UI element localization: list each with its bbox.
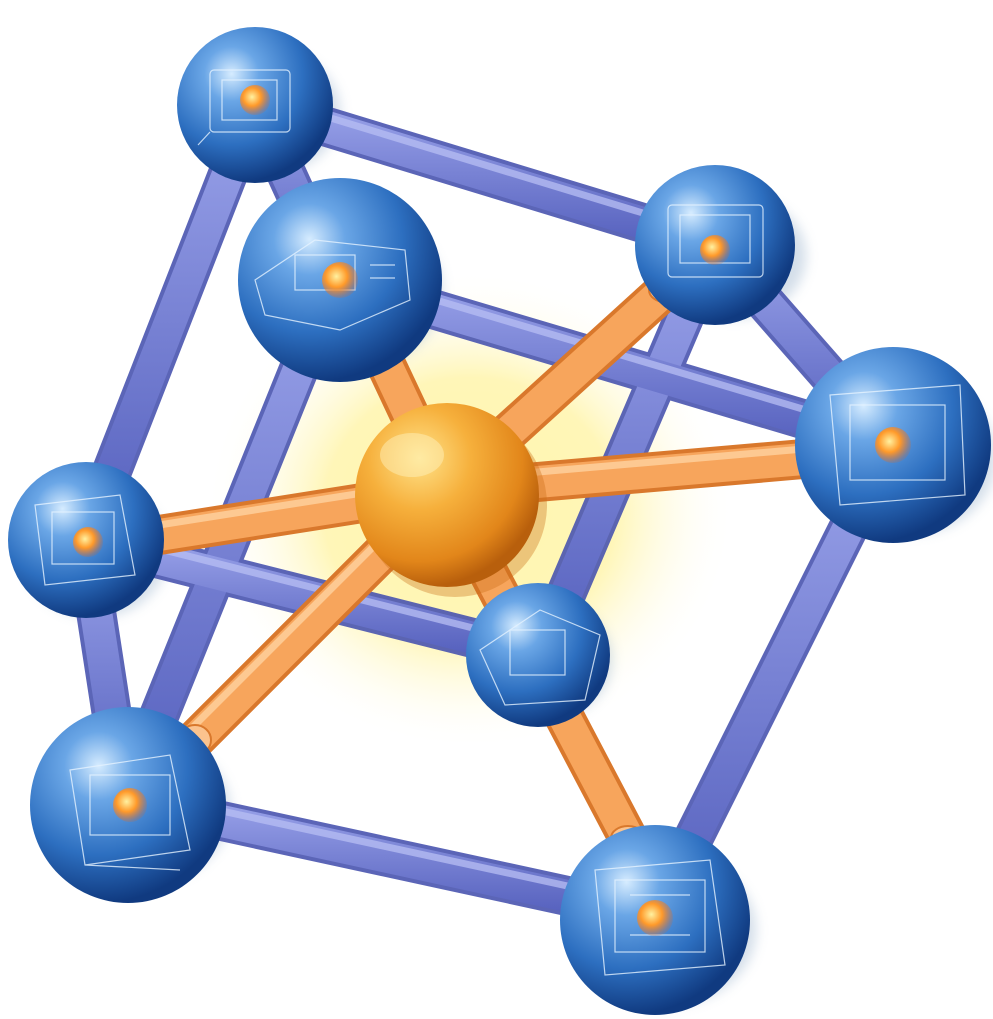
node-top-left: [177, 27, 333, 183]
node-right: [795, 347, 991, 543]
node-center-back: [466, 583, 610, 727]
node-upper-middle: [238, 178, 442, 382]
node-bottom-left: [30, 707, 226, 903]
node-left: [8, 462, 164, 618]
node-top-right: [635, 165, 795, 325]
node-bottom-right: [560, 825, 750, 1015]
